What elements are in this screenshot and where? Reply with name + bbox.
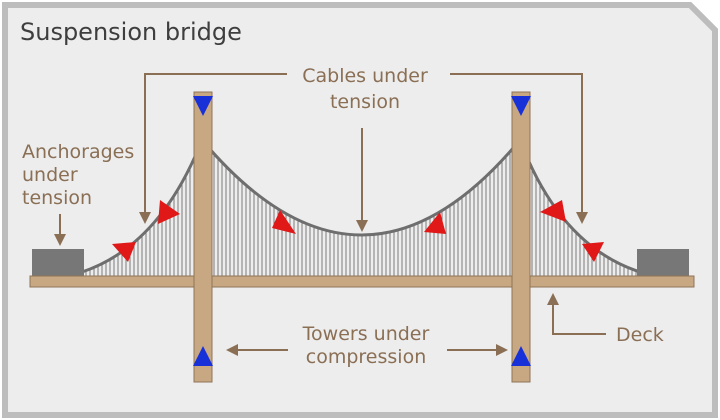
towers-label-line1: Towers under (302, 323, 430, 345)
compression-arrow-right-top-icon (511, 96, 531, 116)
cables-label-line2: tension (330, 91, 400, 113)
anchorages-label-line1: Anchorages (22, 141, 134, 163)
leader-lines (59, 73, 606, 351)
tension-arrow-4-icon (424, 212, 446, 234)
leader-arrowhead-cables-left-icon (139, 212, 151, 224)
towers-label-line2: compression (306, 346, 426, 368)
leader-arrowhead-anchorage-icon (54, 234, 66, 246)
tension-arrow-6-icon (582, 242, 604, 262)
cables-label-line1: Cables under (302, 65, 428, 87)
tension-arrow-5-icon (540, 200, 566, 222)
tension-arrow-3-icon (272, 210, 296, 234)
right-anchorage (637, 249, 689, 276)
deck-label: Deck (616, 324, 664, 346)
anchorages-label-line2: under (22, 164, 78, 186)
left-anchorage (32, 249, 84, 276)
compression-arrow-left-bottom-icon (193, 346, 213, 366)
leader-arrowheads (54, 212, 588, 356)
tension-arrow-2-icon (158, 200, 180, 224)
leader-arrowhead-deck-icon (547, 293, 559, 305)
leader-arrowhead-cables-center-icon (356, 220, 368, 232)
leader-arrowhead-cables-right-icon (576, 212, 588, 224)
left-tower (193, 91, 213, 383)
leader-arrowhead-tower-left-icon (226, 344, 238, 356)
tension-arrow-1-icon (112, 242, 136, 262)
deck (29, 275, 695, 288)
vertical-hangers (81, 140, 641, 276)
anchorages-label-line3: tension (22, 187, 92, 209)
right-tower (511, 91, 531, 383)
diagram-title: Suspension bridge (20, 18, 242, 46)
compression-arrow-left-top-icon (193, 96, 213, 116)
leader-arrowhead-tower-right-icon (496, 344, 508, 356)
compression-arrow-right-bottom-icon (511, 346, 531, 366)
